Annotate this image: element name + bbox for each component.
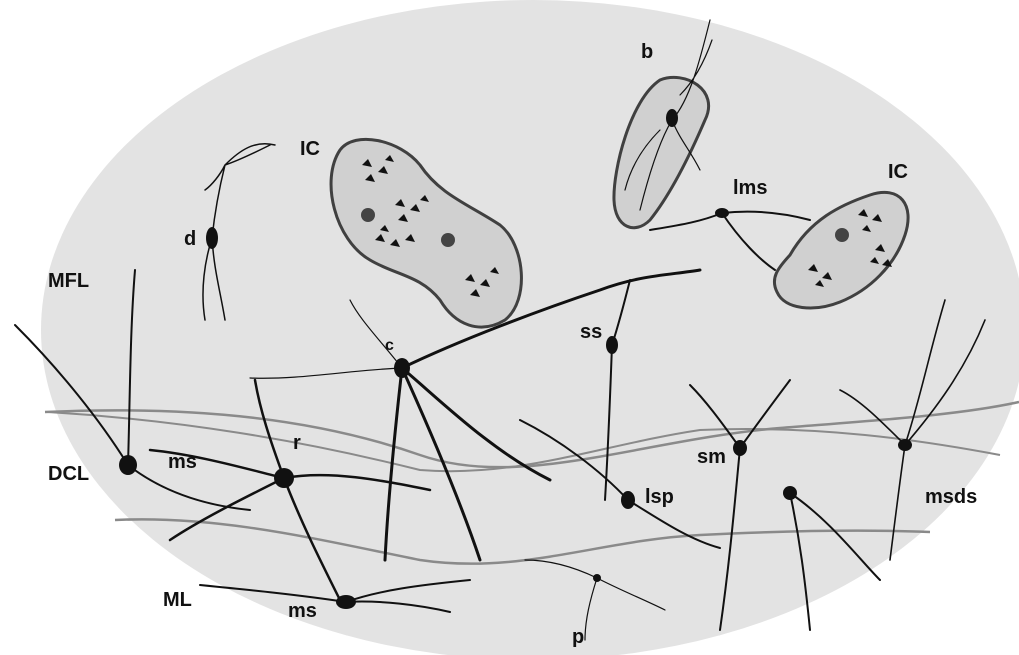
label-sm: sm bbox=[697, 446, 726, 468]
background-ellipse bbox=[41, 0, 1019, 655]
label-ic-right: IC bbox=[888, 161, 908, 183]
label-ml: ML bbox=[163, 589, 192, 611]
label-d: d bbox=[184, 228, 196, 250]
label-ms-upper: ms bbox=[168, 451, 197, 473]
label-r: r bbox=[293, 432, 301, 454]
label-ss: ss bbox=[580, 321, 602, 343]
label-b: b bbox=[641, 41, 653, 63]
label-msds: msds bbox=[925, 486, 977, 508]
label-c: c bbox=[385, 337, 394, 354]
label-mfl: MFL bbox=[48, 270, 89, 292]
label-p: p bbox=[572, 626, 584, 648]
label-lsp: lsp bbox=[645, 486, 674, 508]
label-ms-lower: ms bbox=[288, 600, 317, 622]
label-dcl: DCL bbox=[48, 463, 89, 485]
label-lms: lms bbox=[733, 177, 767, 199]
label-ic-left: IC bbox=[300, 138, 320, 160]
